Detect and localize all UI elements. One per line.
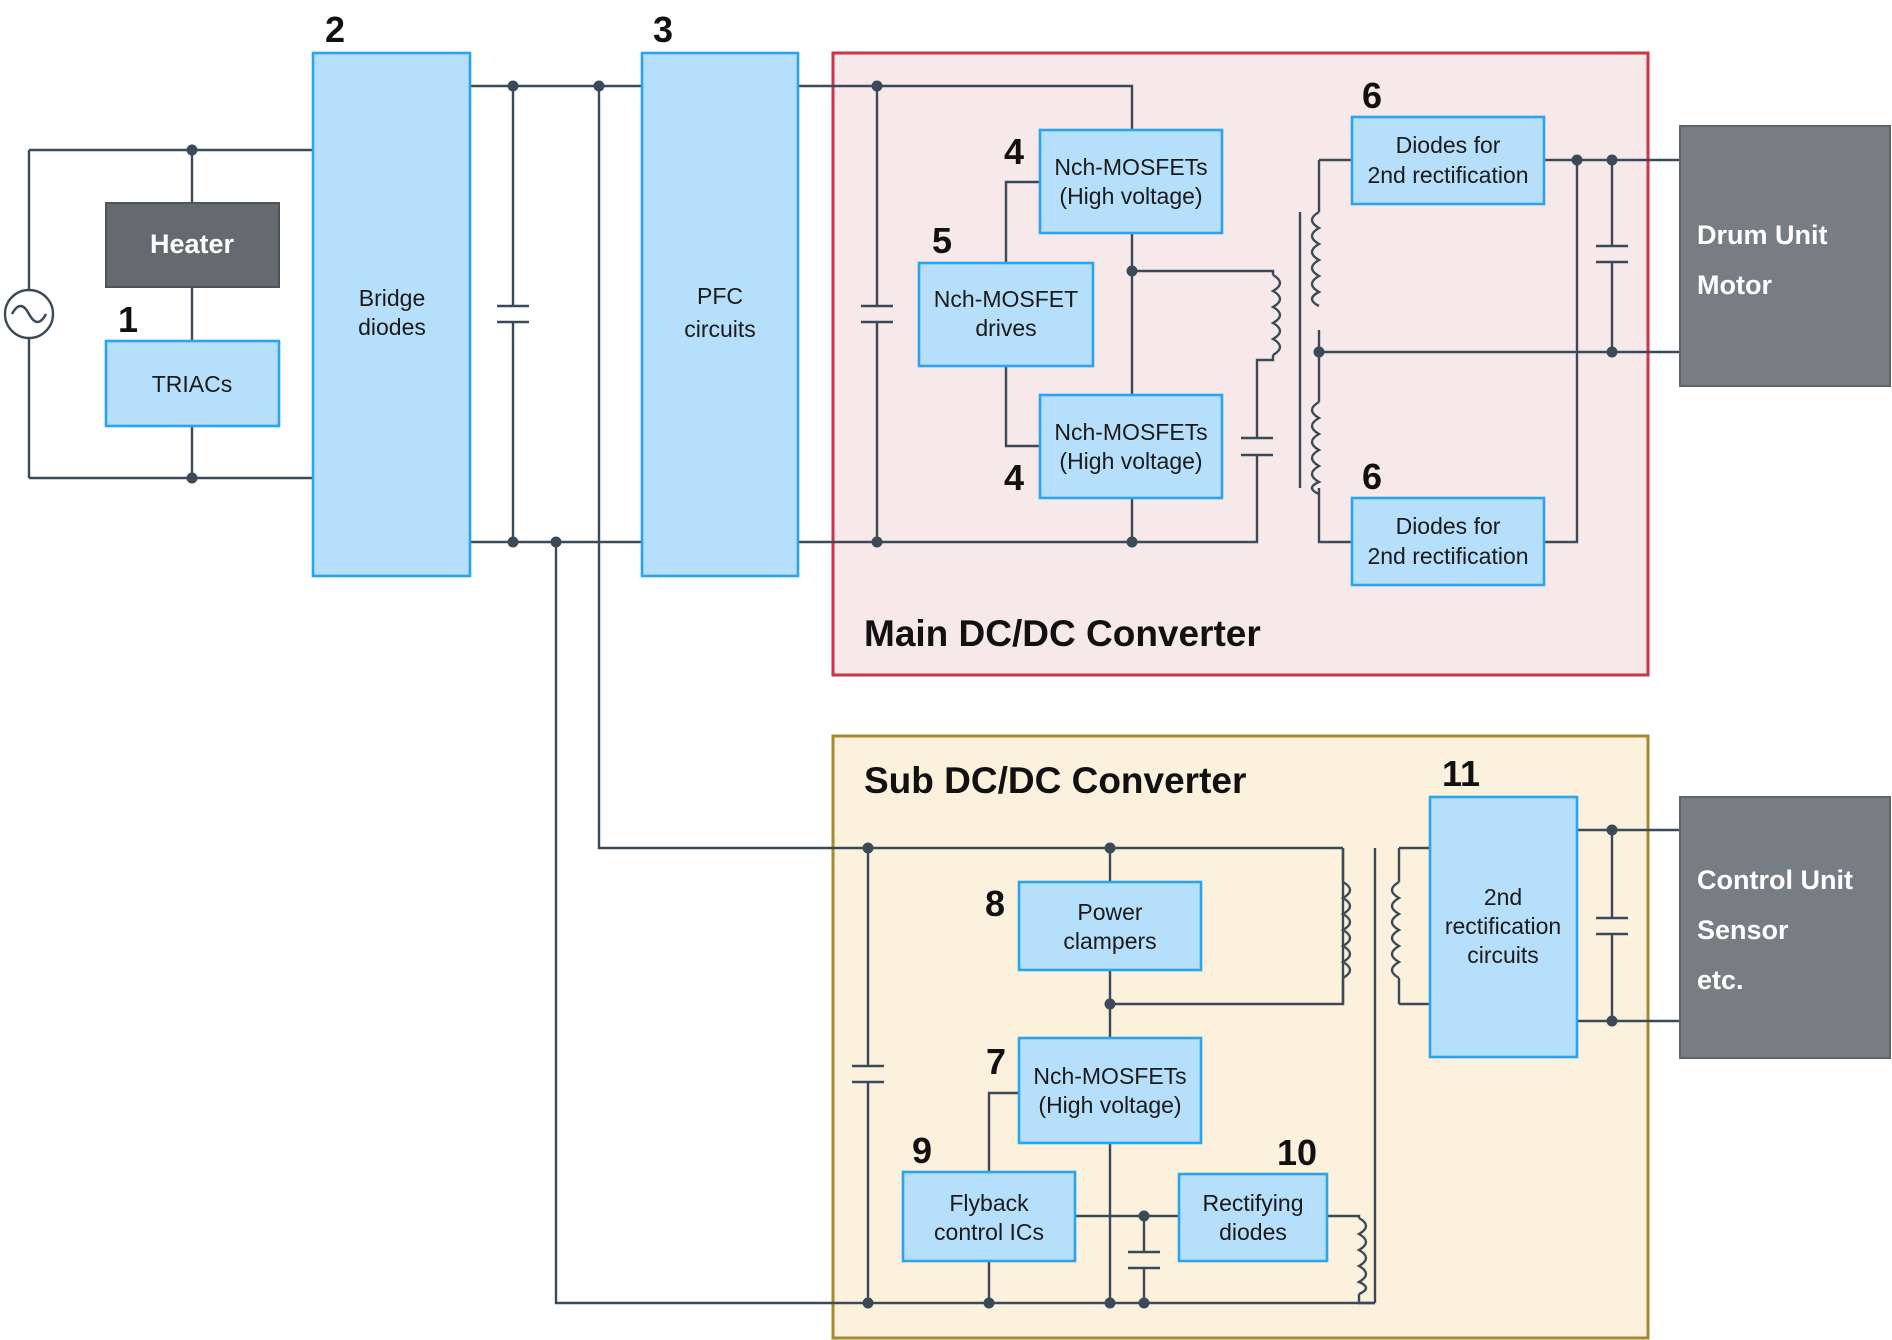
main-dcdc-title: Main DC/DC Converter: [864, 613, 1261, 654]
transformer-icon: [1298, 210, 1322, 496]
drives-number: 5: [932, 220, 952, 261]
rectifying-number: 10: [1277, 1132, 1317, 1173]
clampers-number: 8: [985, 883, 1005, 924]
clampers-line1: Power: [1077, 899, 1143, 925]
mosfet-top-number: 4: [1004, 131, 1024, 172]
inductor-coil-icon: [1270, 273, 1282, 357]
capacitor-icon: [852, 1064, 884, 1084]
control-line3: etc.: [1697, 965, 1744, 995]
power-clampers-block: Power clampers: [1017, 880, 1203, 972]
capacitor-icon: [497, 304, 529, 324]
rectifying-diodes-block: Rectifying diodes: [1177, 1172, 1329, 1263]
mosfet-top-line1: Nch-MOSFETs: [1054, 154, 1207, 180]
heater-block: Heater: [105, 202, 280, 288]
mosfet-bottom-line2: (High voltage): [1059, 448, 1202, 474]
diodes-top-line1: Diodes for: [1396, 132, 1501, 158]
clampers-line2: clampers: [1063, 928, 1156, 954]
mosfet-sub-line1: Nch-MOSFETs: [1033, 1063, 1186, 1089]
pfc-number: 3: [653, 9, 673, 50]
capacitor-icon: [1241, 436, 1273, 457]
bridge-label-line2: diodes: [358, 314, 426, 340]
second-rect-line2: rectification: [1445, 913, 1561, 939]
pfc-label-line2: circuits: [684, 316, 756, 342]
control-unit-sensor-block: Control Unit Sensor etc.: [1679, 796, 1891, 1059]
drives-line1: Nch-MOSFET: [934, 286, 1078, 312]
capacitor-icon: [861, 304, 893, 324]
flyback-line2: control ICs: [934, 1219, 1044, 1245]
diodes-top-number: 6: [1362, 75, 1382, 116]
drum-line2: Motor: [1697, 270, 1772, 300]
diodes-bottom-line1: Diodes for: [1396, 513, 1501, 539]
bridge-diodes-block: Bridge diodes: [311, 51, 472, 578]
junction-dots: [186, 80, 1618, 1309]
capacitor-icon: [1596, 244, 1628, 264]
diodes-top-line2: 2nd rectification: [1367, 162, 1528, 188]
mosfet-high-voltage-sub-block: Nch-MOSFETs (High voltage): [1017, 1036, 1203, 1145]
mosfet-sub-line2: (High voltage): [1038, 1092, 1181, 1118]
input-wiring: [27, 148, 313, 480]
second-rect-line1: 2nd: [1484, 884, 1522, 910]
flyback-control-ics-block: Flyback control ICs: [901, 1170, 1077, 1263]
rectifying-line2: diodes: [1219, 1219, 1287, 1245]
mosfet-bottom-number: 4: [1004, 457, 1024, 498]
sub-dcdc-title: Sub DC/DC Converter: [864, 760, 1246, 801]
mosfet-high-voltage-bottom-block: Nch-MOSFETs (High voltage): [1038, 393, 1224, 500]
rectifying-line1: Rectifying: [1203, 1190, 1304, 1216]
diodes-2nd-rectification-bottom-block: Diodes for 2nd rectification: [1350, 496, 1546, 587]
flyback-number: 9: [912, 1130, 932, 1171]
capacitor-icon: [1596, 916, 1628, 936]
mosfet-bottom-line1: Nch-MOSFETs: [1054, 419, 1207, 445]
second-rect-line3: circuits: [1467, 942, 1539, 968]
transformer-icon: [1340, 848, 1402, 1303]
pfc-block: PFC circuits: [640, 51, 800, 578]
bridge-label-line1: Bridge: [359, 285, 425, 311]
heater-label: Heater: [150, 229, 235, 259]
mosfet-high-voltage-top-block: Nch-MOSFETs (High voltage): [1038, 128, 1224, 235]
bridge-number: 2: [325, 9, 345, 50]
triacs-block: TRIACs: [104, 339, 281, 428]
ac-source-icon: [3, 288, 55, 340]
second-rectification-circuits-block: 2nd rectification circuits: [1428, 795, 1579, 1059]
drum-line1: Drum Unit: [1697, 220, 1828, 250]
pfc-label-line1: PFC: [697, 283, 743, 309]
flyback-line1: Flyback: [949, 1190, 1029, 1216]
control-line2: Sensor: [1697, 915, 1789, 945]
triacs-number: 1: [118, 299, 138, 340]
capacitor-icon: [1128, 1250, 1160, 1270]
mosfet-drives-block: Nch-MOSFET drives: [917, 261, 1095, 368]
diodes-bottom-number: 6: [1362, 456, 1382, 497]
second-rect-number: 11: [1442, 753, 1480, 794]
diodes-2nd-rectification-top-block: Diodes for 2nd rectification: [1350, 115, 1546, 206]
inductor-coil-icon: [1356, 1216, 1368, 1296]
drives-line2: drives: [975, 315, 1036, 341]
mosfet-top-line2: (High voltage): [1059, 183, 1202, 209]
triacs-label: TRIACs: [152, 371, 233, 397]
control-line1: Control Unit: [1697, 865, 1853, 895]
diodes-bottom-line2: 2nd rectification: [1367, 543, 1528, 569]
mosfet-sub-number: 7: [986, 1041, 1006, 1082]
drum-unit-motor-block: Drum Unit Motor: [1679, 125, 1891, 387]
